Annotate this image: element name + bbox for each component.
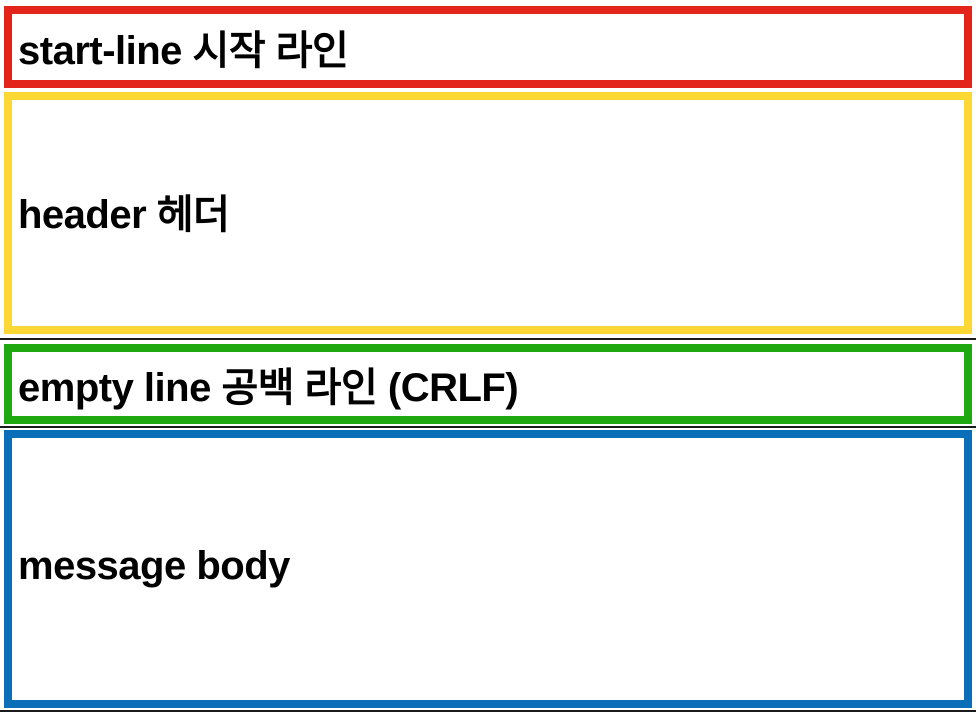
empty-line-section: empty line 공백 라인 (CRLF) — [4, 344, 972, 424]
divider-bottom — [0, 426, 976, 428]
start-line-label: start-line 시작 라인 — [18, 29, 349, 73]
message-body-section: message body — [4, 430, 972, 708]
divider-top — [0, 338, 976, 340]
header-section: header 헤더 — [4, 92, 972, 334]
header-label: header 헤더 — [18, 193, 230, 237]
empty-line-label: empty line 공백 라인 (CRLF) — [18, 366, 519, 410]
divider-end — [0, 710, 976, 712]
start-line-section: start-line 시작 라인 — [4, 6, 972, 88]
message-body-label: message body — [18, 543, 290, 588]
